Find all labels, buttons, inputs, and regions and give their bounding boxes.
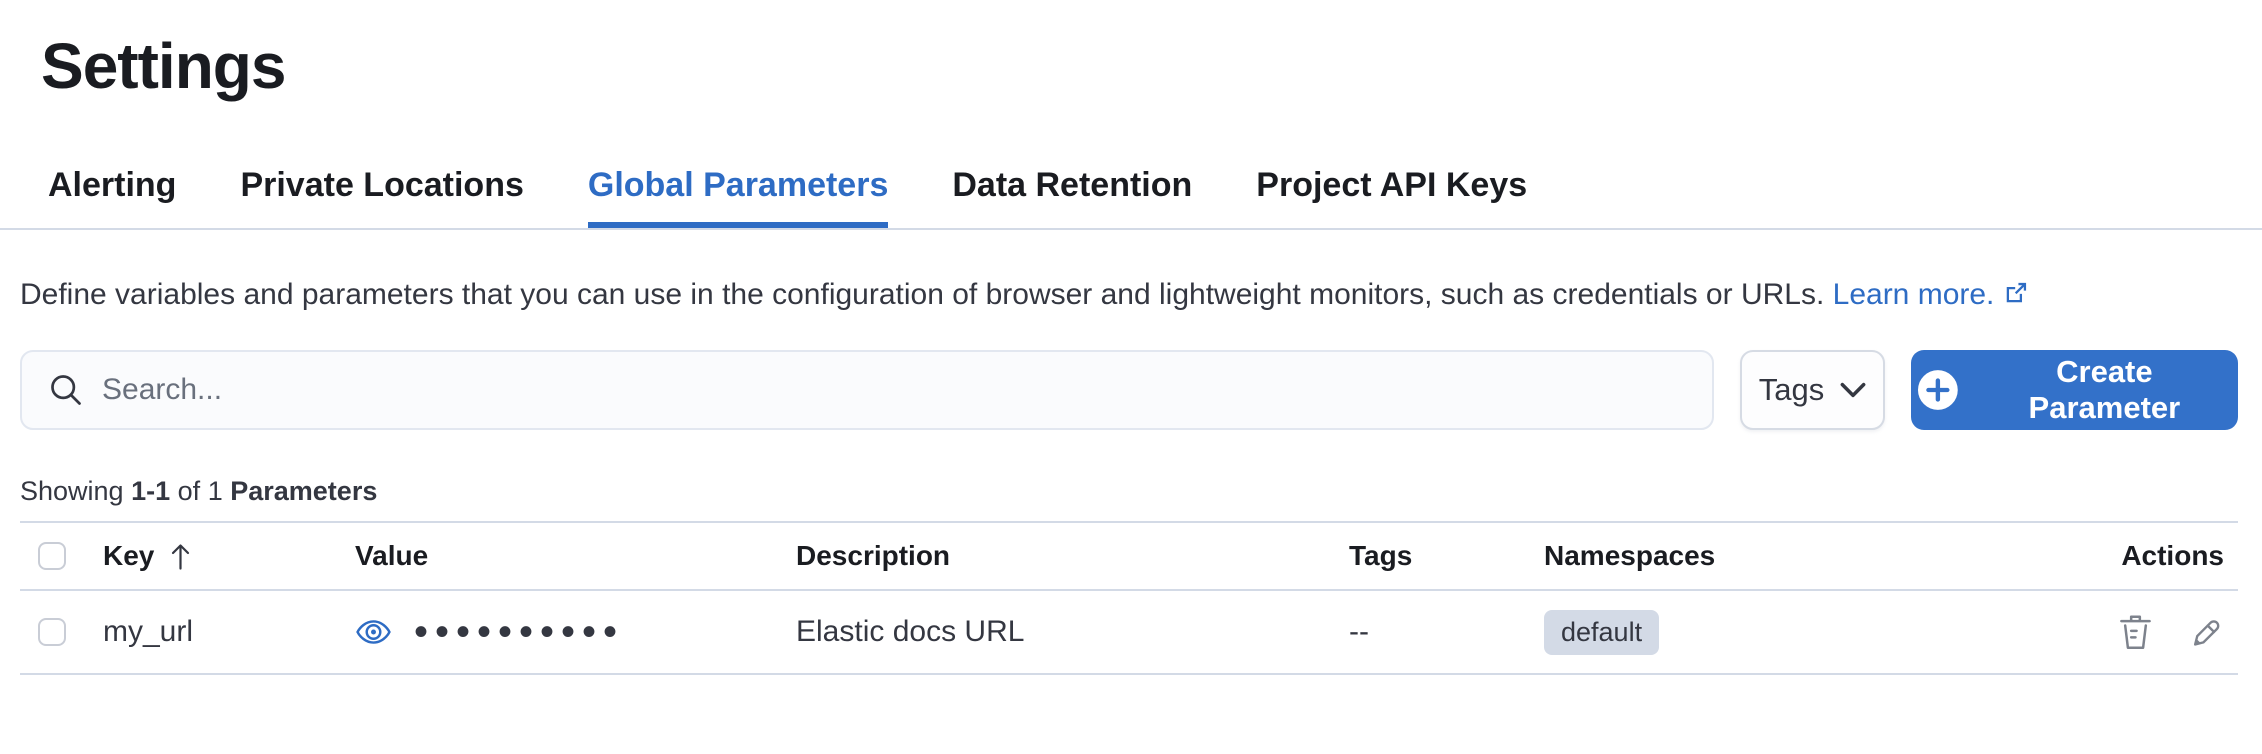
plus-in-circle-icon — [1917, 370, 1958, 410]
row-actions-cell — [2088, 613, 2238, 651]
column-header-namespaces[interactable]: Namespaces — [1544, 540, 2088, 572]
column-actions-label: Actions — [2121, 540, 2224, 571]
summary-range: 1-1 — [131, 476, 171, 506]
create-parameter-button[interactable]: Create Parameter — [1911, 350, 2238, 430]
search-input[interactable] — [22, 352, 1712, 428]
results-summary: Showing 1-1 of 1 Parameters — [20, 476, 2238, 507]
external-link-icon — [2007, 282, 2027, 303]
learn-more-link[interactable]: Learn more. — [1833, 278, 2030, 311]
parameters-toolbar: Tags Create Parameter — [20, 350, 2238, 430]
header-checkbox-cell — [20, 542, 103, 570]
delete-icon[interactable] — [2118, 613, 2153, 651]
search-icon — [51, 375, 81, 405]
page-title: Settings — [41, 30, 286, 102]
tab-data-retention[interactable]: Data Retention — [952, 166, 1193, 204]
parameter-description: Elastic docs URL — [796, 615, 1025, 648]
tab-global-parameters[interactable]: Global Parameters — [588, 166, 888, 228]
column-header-actions: Actions — [2088, 540, 2238, 572]
select-all-checkbox[interactable] — [38, 542, 66, 570]
namespace-badge: default — [1544, 609, 1660, 655]
tab-private-locations[interactable]: Private Locations — [240, 166, 524, 204]
column-header-description[interactable]: Description — [796, 540, 1349, 572]
tab-alerting[interactable]: Alerting — [48, 166, 177, 204]
edit-icon[interactable] — [2189, 615, 2224, 650]
summary-entity: Parameters — [230, 476, 378, 506]
row-namespaces-cell: default — [1544, 609, 2088, 655]
summary-total: 1 — [207, 476, 223, 506]
column-header-tags[interactable]: Tags — [1349, 540, 1544, 572]
settings-page: Settings Alerting Private Locations Glob… — [0, 30, 2262, 754]
search-box — [20, 350, 1714, 430]
create-parameter-label: Create Parameter — [2028, 354, 2181, 425]
column-tags-label: Tags — [1349, 540, 1413, 571]
settings-tabs: Alerting Private Locations Global Parame… — [0, 166, 2262, 230]
table-row: my_url •••••••••• Elastic docs URL -- de… — [20, 591, 2238, 675]
column-key-label: Key — [103, 540, 155, 571]
description-text: Define variables and parameters that you… — [20, 278, 1825, 311]
tab-project-api-keys[interactable]: Project API Keys — [1256, 166, 1528, 204]
parameter-key: my_url — [103, 615, 194, 648]
tags-filter-label: Tags — [1758, 372, 1825, 407]
sort-ascending-icon — [172, 543, 190, 570]
parameters-table: Key Value Description Tags Namespaces Ac… — [20, 521, 2238, 675]
row-checkbox-cell — [20, 618, 103, 646]
column-namespaces-label: Namespaces — [1544, 540, 1716, 571]
chevron-down-icon — [1840, 382, 1866, 398]
summary-showing: Showing — [20, 476, 124, 506]
page-description: Define variables and parameters that you… — [20, 272, 2225, 318]
table-header-row: Key Value Description Tags Namespaces Ac… — [20, 523, 2238, 591]
tags-filter-button[interactable]: Tags — [1740, 350, 1885, 430]
masked-value: •••••••••• — [414, 610, 625, 654]
summary-of: of — [177, 476, 201, 506]
row-key-cell: my_url — [103, 615, 355, 649]
column-value-label: Value — [355, 540, 429, 571]
row-description-cell: Elastic docs URL — [796, 615, 1349, 649]
column-description-label: Description — [796, 540, 951, 571]
row-value-cell: •••••••••• — [355, 612, 796, 652]
row-tags-cell: -- — [1349, 615, 1544, 649]
eye-icon[interactable] — [355, 618, 392, 646]
column-header-key[interactable]: Key — [103, 540, 355, 572]
column-header-value[interactable]: Value — [355, 540, 796, 572]
parameter-tags: -- — [1349, 615, 1369, 648]
row-checkbox[interactable] — [38, 618, 66, 646]
learn-more-label: Learn more. — [1832, 278, 1995, 311]
